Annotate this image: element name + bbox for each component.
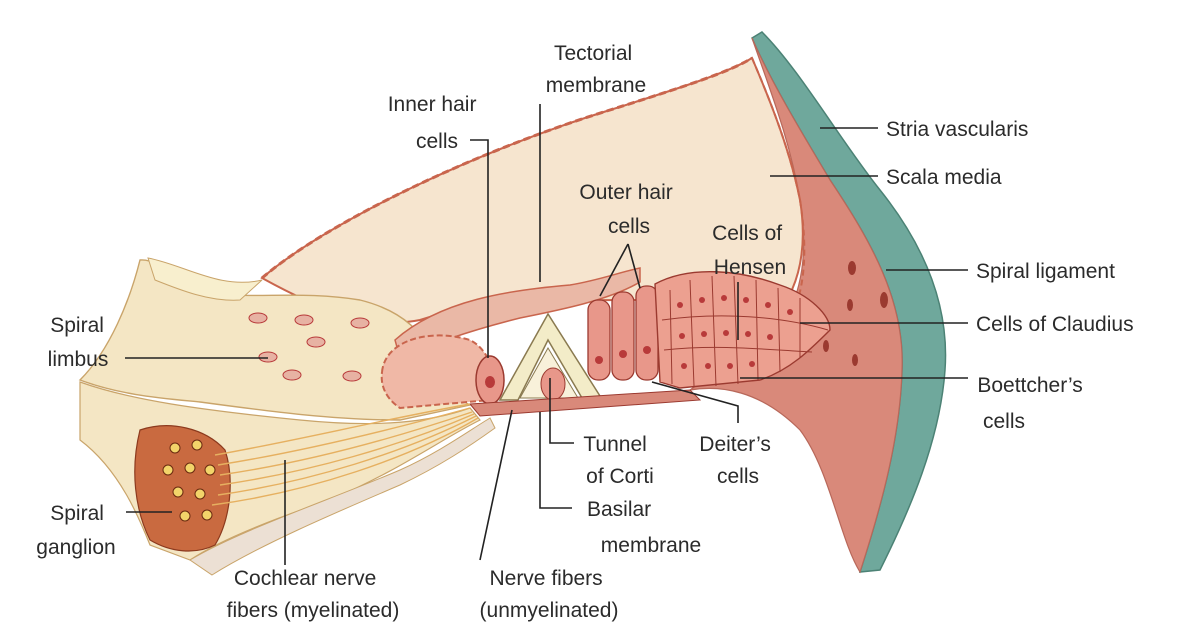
label-tectorial-membrane: Tectorial membrane xyxy=(546,42,646,97)
leader-basilar xyxy=(540,412,572,508)
label-cochlear-nerve-fibers: Cochlear nerve fibers (myelinated) xyxy=(227,567,400,622)
label-spiral-ganglion: Spiral ganglion xyxy=(36,502,115,559)
label-nerve-fibers: Nerve fibers (unmyelinated) xyxy=(480,567,619,622)
label-basilar-membrane: Basilar membrane xyxy=(587,498,701,557)
label-tunnel-of-corti: Tunnel of Corti xyxy=(583,433,653,488)
outer-hair-cells xyxy=(588,286,658,380)
label-boettchers-cells: Boettcher’s cells xyxy=(977,374,1088,433)
label-scala-media: Scala media xyxy=(886,166,1002,189)
spiral-ganglion-region xyxy=(135,426,230,551)
label-cells-of-claudius: Cells of Claudius xyxy=(976,313,1134,336)
label-inner-hair-cells: Inner hair cells xyxy=(388,93,483,153)
label-stria-vascularis: Stria vascularis xyxy=(886,118,1028,141)
label-spiral-ligament: Spiral ligament xyxy=(976,260,1115,283)
inner-hair-cell-nucleus xyxy=(485,376,495,388)
pillar-nucleus xyxy=(541,368,565,400)
label-spiral-limbus: Spiral limbus xyxy=(48,314,110,371)
label-deiters-cells: Deiter’s cells xyxy=(699,433,776,488)
